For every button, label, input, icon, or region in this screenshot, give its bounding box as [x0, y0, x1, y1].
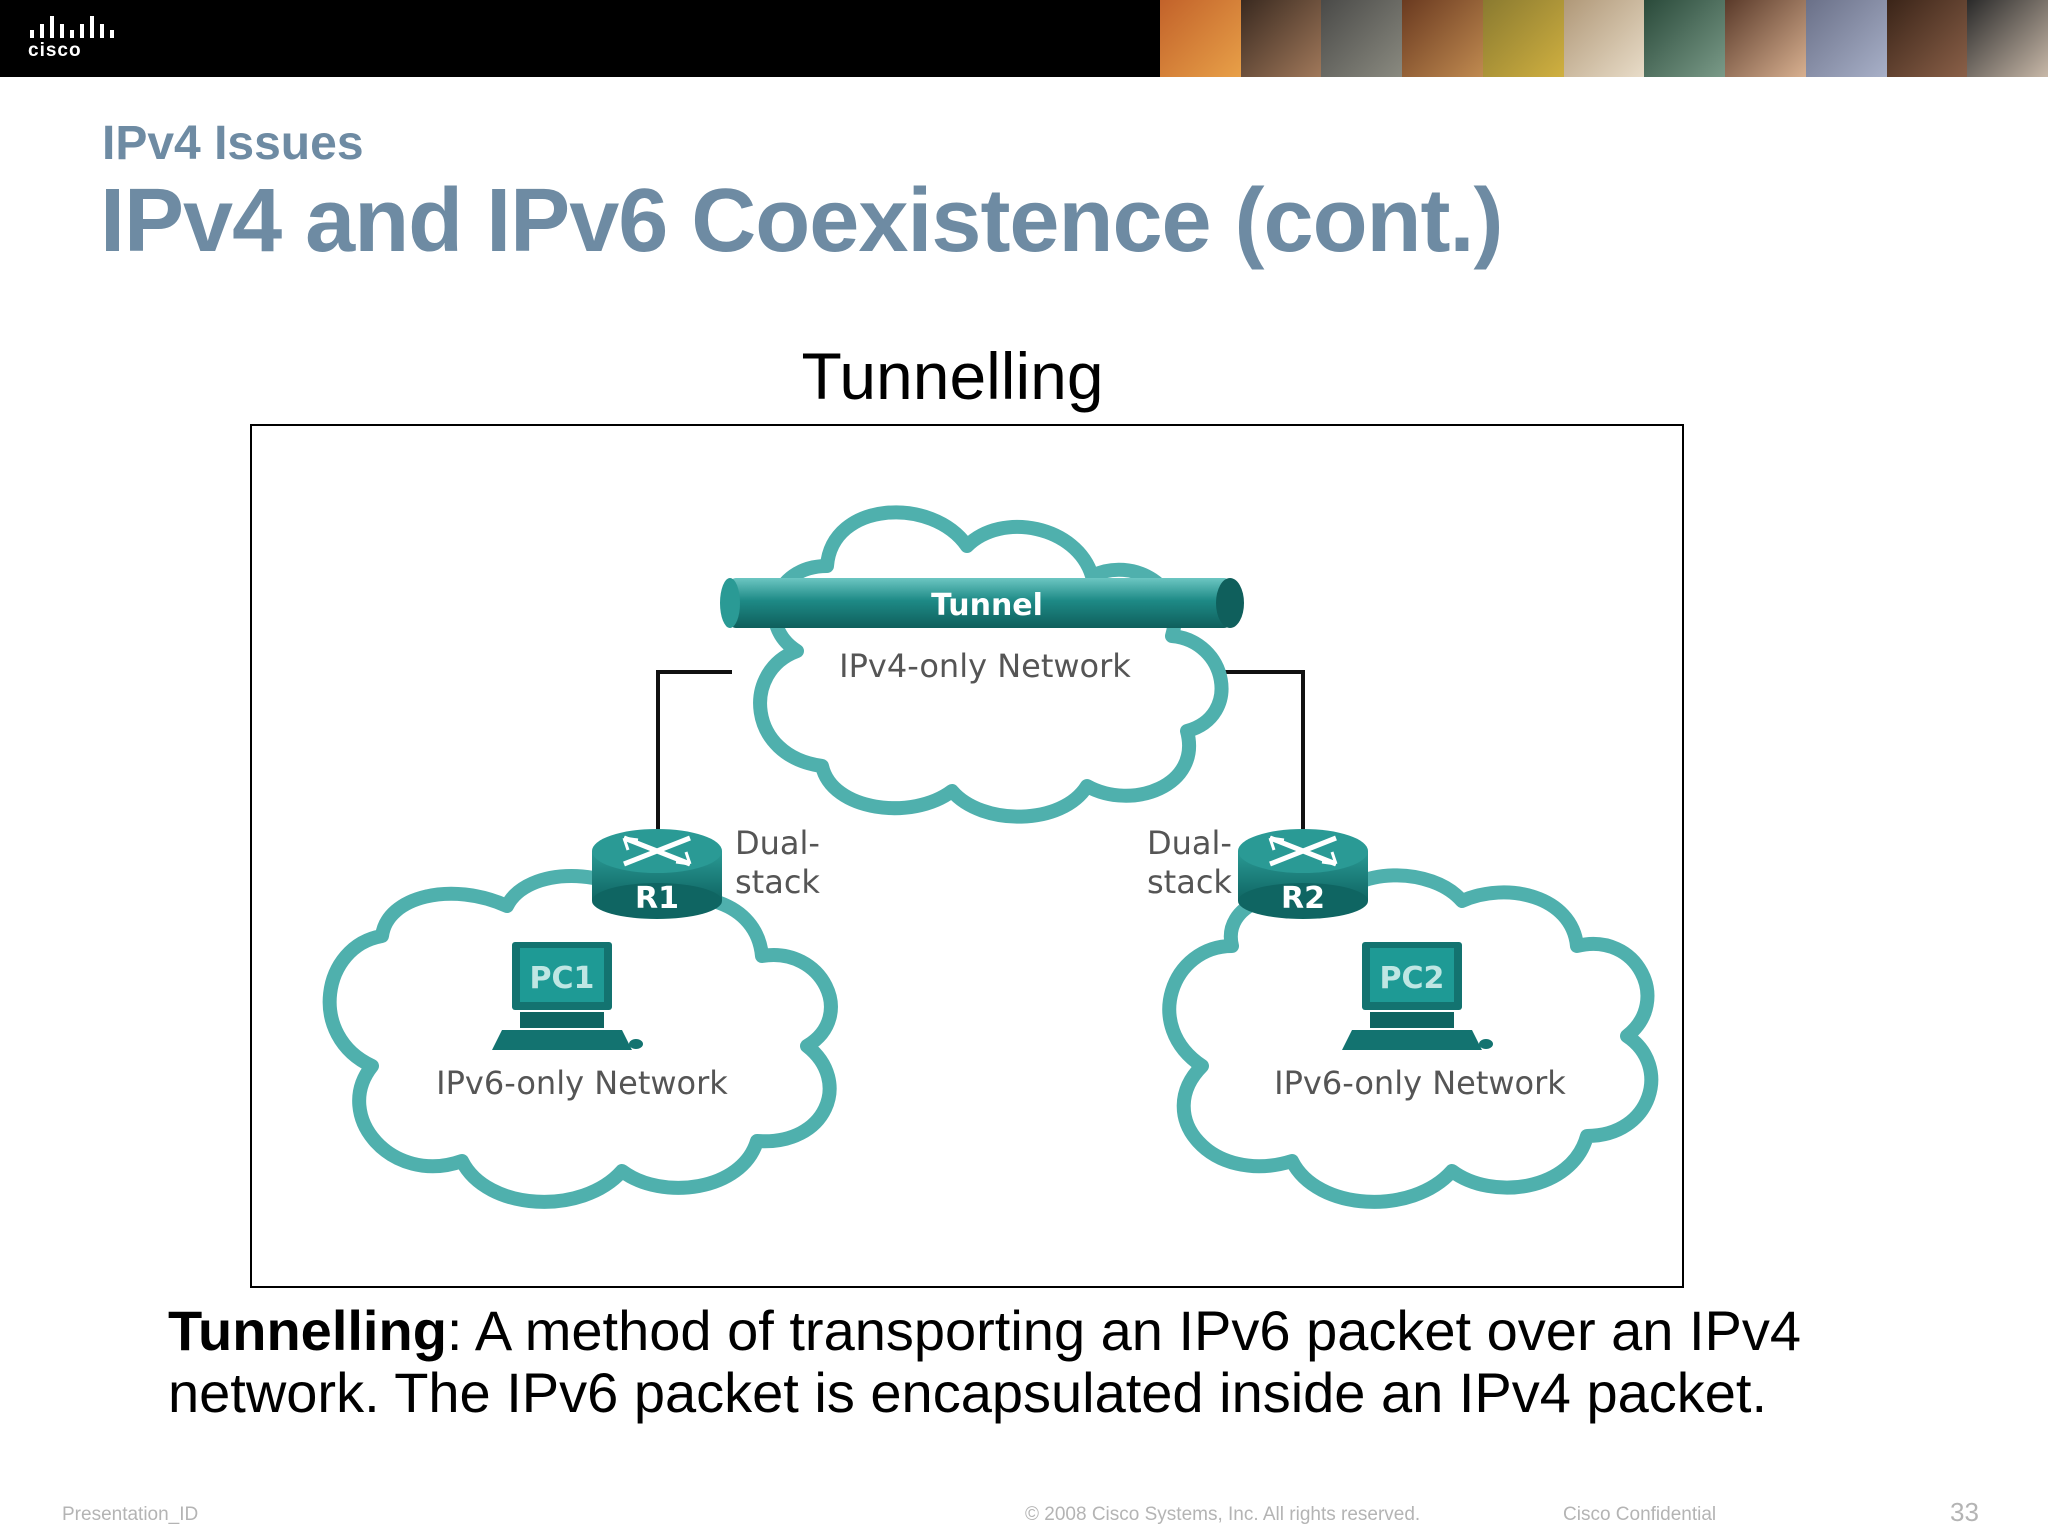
r2-role-label-line1: Dual-: [1147, 824, 1232, 862]
diagram-heading: Tunnelling: [801, 339, 1104, 413]
r1-role-label-line1: Dual-: [735, 824, 820, 862]
caption-text-line2: network. The IPv6 packet is encapsulated…: [168, 1361, 1768, 1424]
pc1-computer-icon: [492, 942, 643, 1050]
cisco-logo: cisco: [28, 12, 118, 64]
tunnel-label: Tunnel: [931, 588, 1043, 623]
router-r2-icon: [1238, 829, 1368, 919]
logo-text: cisco: [28, 40, 82, 61]
r1-role-label-line2: stack: [735, 863, 820, 901]
r2-label: R2: [1281, 881, 1325, 916]
people-photo-strip: [1160, 0, 2048, 77]
header-bar: cisco: [0, 0, 2048, 77]
pc2-computer-icon: [1342, 942, 1493, 1050]
left-network-label: IPv6-only Network: [436, 1064, 728, 1102]
router-r1-icon: [592, 829, 722, 919]
footer-copyright: © 2008 Cisco Systems, Inc. All rights re…: [1025, 1504, 1421, 1525]
pc2-label: PC2: [1380, 961, 1445, 996]
r1-label: R1: [635, 881, 679, 916]
cisco-bridge-logo-icon: [30, 16, 114, 38]
slide-title: IPv4 and IPv6 Coexistence (cont.): [100, 171, 1503, 271]
tunnelling-diagram: Tunnel IPv4-only Network R1 Dual- stack …: [250, 424, 1684, 1288]
footer-confidential: Cisco Confidential: [1563, 1504, 1717, 1525]
link-r2-tunnel: [1217, 670, 1305, 853]
footer-presentation-id: Presentation_ID: [62, 1504, 199, 1525]
r2-role-label-line2: stack: [1147, 863, 1232, 901]
caption: Tunnelling: A method of transporting an …: [168, 1300, 1968, 1424]
tunnel-pipe-icon: [720, 578, 1244, 628]
slide-subtitle: IPv4 Issues: [102, 117, 364, 170]
page-number: 33: [1950, 1497, 1979, 1527]
caption-term: Tunnelling: [168, 1299, 447, 1362]
right-network-label: IPv6-only Network: [1274, 1064, 1566, 1102]
ipv4-network-label: IPv4-only Network: [839, 647, 1131, 685]
caption-text-line1: : A method of transporting an IPv6 packe…: [446, 1299, 1802, 1362]
link-r1-tunnel: [656, 670, 732, 853]
pc1-label: PC1: [530, 961, 595, 996]
